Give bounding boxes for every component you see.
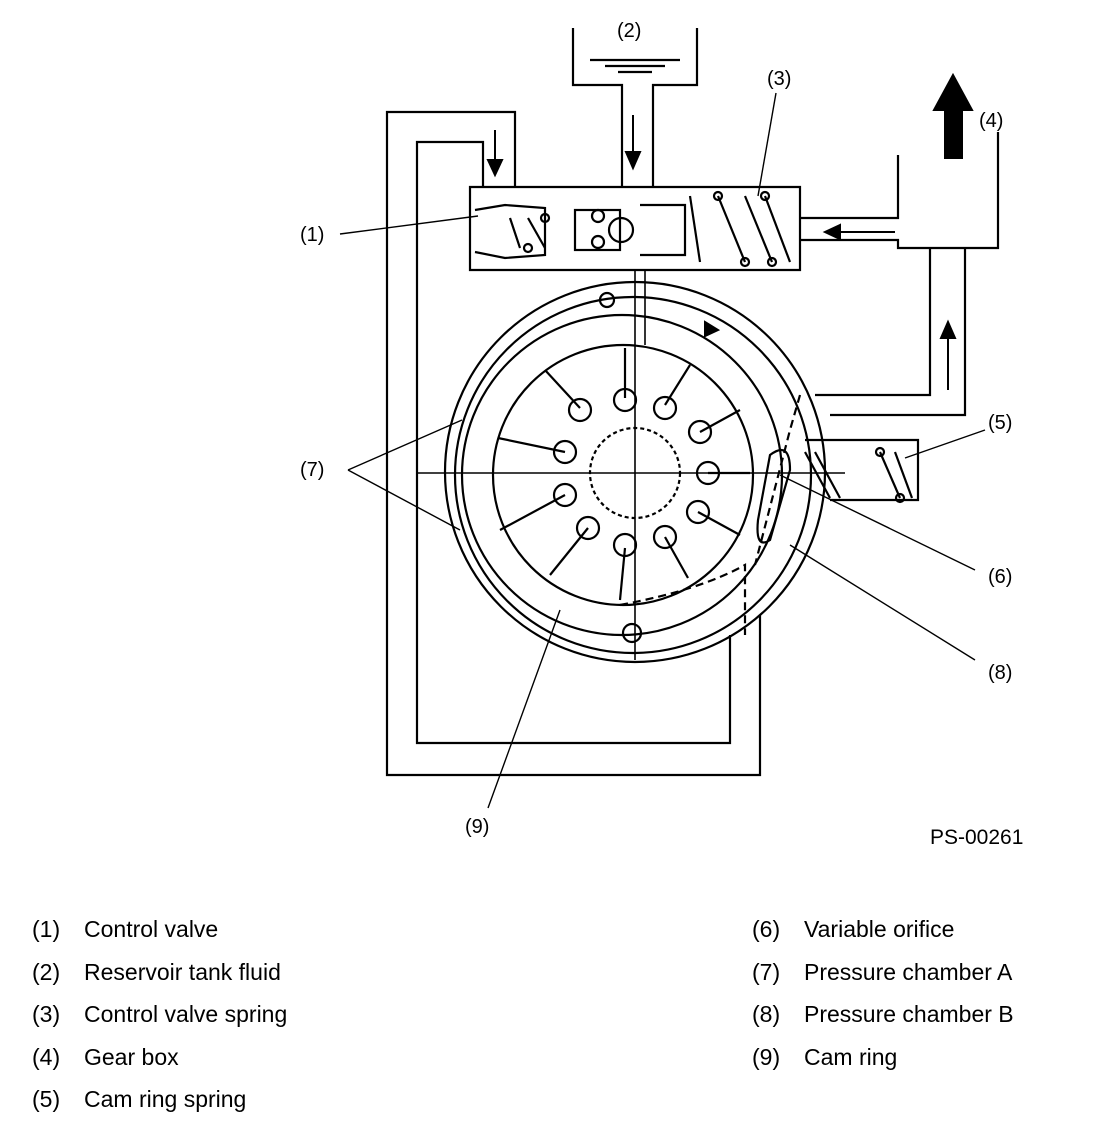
legend-item: (2)Reservoir tank fluid xyxy=(32,958,281,985)
control-valve-housing xyxy=(468,185,802,272)
cam-ring-inner xyxy=(460,313,784,637)
variable-orifice-slot xyxy=(756,448,792,544)
callout-4: (4) xyxy=(979,110,1003,132)
legend-item: (6)Variable orifice xyxy=(752,916,955,942)
legend-item: (1)Control valve xyxy=(32,916,219,942)
cam-ring-spring xyxy=(804,446,914,504)
callout-2: (2) xyxy=(617,20,641,42)
legend-item: (3)Control valve spring xyxy=(32,1001,288,1027)
callout-6: (6) xyxy=(988,566,1012,588)
legend-left: (1)Control valve (2)Reservoir tank fluid… xyxy=(32,908,287,1121)
pump-diagram: (1) (2) (3) (4) (5) (6) (7) (8) (9) PS-0… xyxy=(300,20,1023,849)
callout-9: (9) xyxy=(465,816,489,838)
callout-8: (8) xyxy=(988,662,1012,684)
legend-item: (7)Pressure chamber A xyxy=(752,958,1013,985)
figure-code: PS-00261 xyxy=(930,826,1023,849)
legend-item: (5)Cam ring spring xyxy=(32,1086,247,1112)
callout-5: (5) xyxy=(988,412,1012,434)
callout-3: (3) xyxy=(767,68,791,90)
vanes xyxy=(497,348,750,601)
reservoir-tank xyxy=(571,28,699,187)
legend-right: (6)Variable orifice (7)Pressure chamber … xyxy=(752,908,1014,1078)
legend-item: (8)Pressure chamber B xyxy=(752,1001,1014,1027)
callout-1: (1) xyxy=(300,224,324,246)
control-valve-spring xyxy=(688,190,792,268)
legend-item: (4)Gear box xyxy=(32,1043,179,1070)
outer-passage xyxy=(385,110,762,777)
cam-ring xyxy=(453,295,813,655)
gear-box-arrow xyxy=(932,72,974,159)
legend-item: (9)Cam ring xyxy=(752,1043,898,1070)
inner-passage xyxy=(415,140,732,745)
callout-7: (7) xyxy=(300,459,324,481)
